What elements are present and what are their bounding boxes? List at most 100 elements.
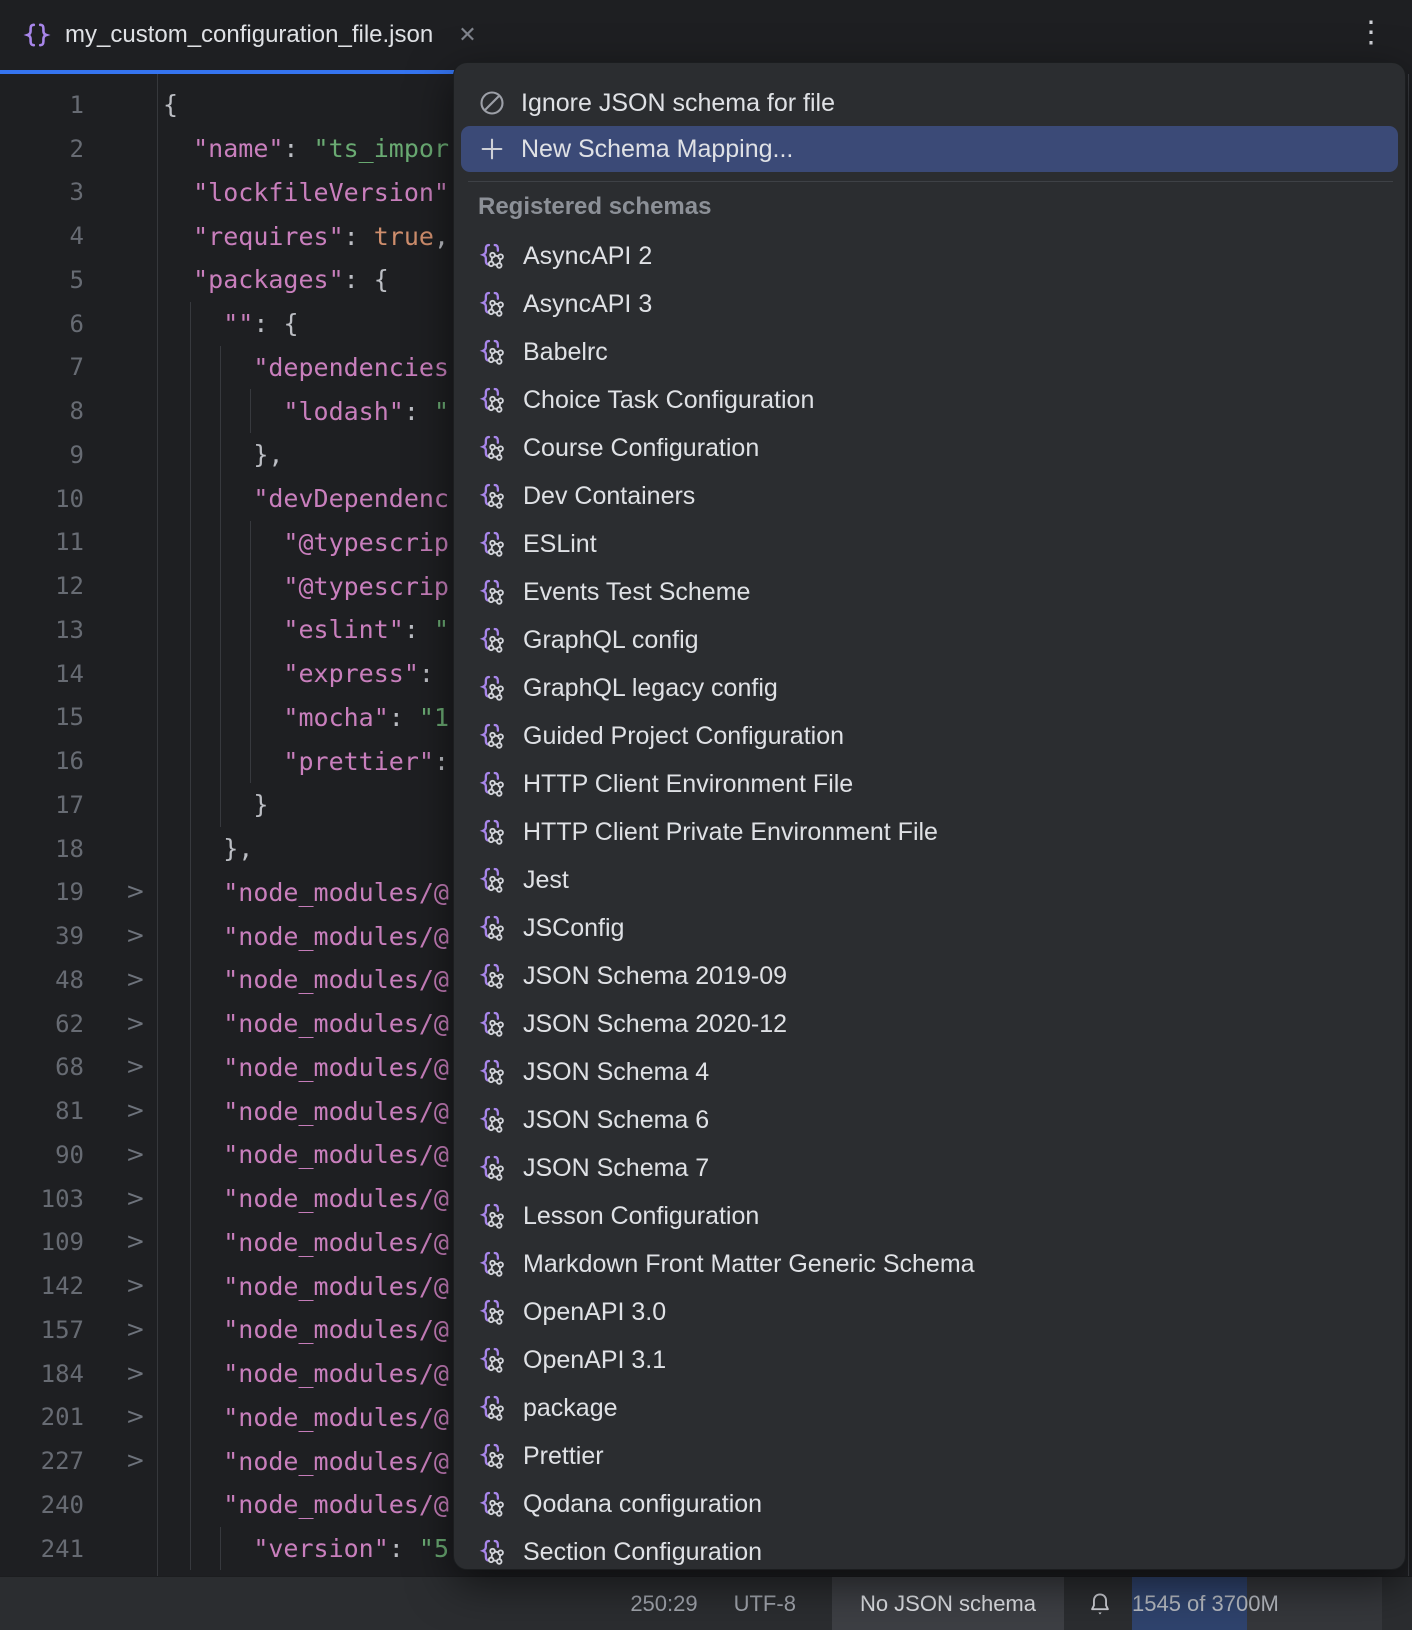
schema-item[interactable]: OpenAPI 3.0 <box>454 1288 1405 1336</box>
schema-item-label: Prettier <box>523 1441 604 1470</box>
schema-item-label: Choice Task Configuration <box>523 385 815 414</box>
editor-line[interactable]: 2 "name": "ts_impor <box>0 127 1406 171</box>
editor-line[interactable]: 39> "node_modules/@ <box>0 914 1406 958</box>
editor-line[interactable]: 142> "node_modules/@ <box>0 1264 1406 1308</box>
editor-line[interactable]: 10 "devDependenc <box>0 477 1406 521</box>
editor-line[interactable]: 90> "node_modules/@ <box>0 1133 1406 1177</box>
schema-item[interactable]: Qodana configuration <box>454 1480 1405 1528</box>
schema-item[interactable]: Choice Task Configuration <box>454 376 1405 424</box>
fold-arrow-icon[interactable]: > <box>125 1360 145 1387</box>
json-schema-icon <box>478 673 508 703</box>
schema-item[interactable]: JSON Schema 6 <box>454 1096 1405 1144</box>
editor-line[interactable]: 227> "node_modules/@ <box>0 1439 1406 1483</box>
active-tab-underline <box>0 70 512 74</box>
json-schema-status[interactable]: No JSON schema <box>831 1577 1064 1630</box>
schema-item[interactable]: JSON Schema 4 <box>454 1048 1405 1096</box>
fold-arrow-icon[interactable]: > <box>125 966 145 993</box>
editor-line[interactable]: 9 }, <box>0 433 1406 477</box>
editor-line[interactable]: 4 "requires": true, <box>0 214 1406 258</box>
schema-item[interactable]: Lesson Configuration <box>454 1192 1405 1240</box>
line-number: 7 <box>69 353 84 382</box>
schema-item-label: Dev Containers <box>523 481 696 510</box>
fold-arrow-icon[interactable]: > <box>125 1098 145 1125</box>
editor-line[interactable]: 103> "node_modules/@ <box>0 1177 1406 1221</box>
fold-arrow-icon[interactable]: > <box>125 923 145 950</box>
fold-arrow-icon[interactable]: > <box>125 879 145 906</box>
fold-arrow-icon[interactable]: > <box>125 1316 145 1343</box>
editor-line[interactable]: 18 }, <box>0 827 1406 871</box>
schema-item[interactable]: Section Configuration <box>454 1528 1405 1569</box>
schema-item[interactable]: JSON Schema 7 <box>454 1144 1405 1192</box>
memory-indicator[interactable]: 1545 of 3700M <box>1132 1577 1382 1630</box>
editor-line[interactable]: 15 "mocha": "1 <box>0 696 1406 740</box>
code-text: "node_modules/@ <box>223 1227 449 1257</box>
editor-line[interactable]: 14 "express": <box>0 652 1406 696</box>
editor-line[interactable]: 240 "node_modules/@ <box>0 1483 1406 1527</box>
memory-label: 1545 of 3700M <box>1132 1591 1279 1616</box>
fold-arrow-icon[interactable]: > <box>125 1448 145 1475</box>
fold-arrow-icon[interactable]: > <box>125 1229 145 1256</box>
editor-line[interactable]: 68> "node_modules/@ <box>0 1046 1406 1090</box>
fold-arrow-icon[interactable]: > <box>125 1054 145 1081</box>
schema-item[interactable]: Guided Project Configuration <box>454 712 1405 760</box>
editor-line[interactable]: 19> "node_modules/@ <box>0 871 1406 915</box>
fold-arrow-icon[interactable]: > <box>125 1273 145 1300</box>
notifications-bell-icon[interactable] <box>1086 1590 1114 1618</box>
menu-item-new-schema-mapping[interactable]: New Schema Mapping... <box>461 126 1398 172</box>
schema-item[interactable]: AsyncAPI 3 <box>454 280 1405 328</box>
editor-line[interactable]: 5 "packages": { <box>0 258 1406 302</box>
schema-item-label: Guided Project Configuration <box>523 721 845 750</box>
code-text: "@typescrip <box>283 571 449 601</box>
editor-line[interactable]: 7 "dependencies <box>0 346 1406 390</box>
code-text: "node_modules/@ <box>223 921 449 951</box>
schema-item[interactable]: Markdown Front Matter Generic Schema <box>454 1240 1405 1288</box>
schema-item[interactable]: OpenAPI 3.1 <box>454 1336 1405 1384</box>
editor-line[interactable]: 201> "node_modules/@ <box>0 1396 1406 1440</box>
schema-item[interactable]: JSConfig <box>454 904 1405 952</box>
menu-item-ignore-schema[interactable]: Ignore JSON schema for file <box>454 80 1405 126</box>
schema-item[interactable]: Course Configuration <box>454 424 1405 472</box>
more-options-icon[interactable]: ⋮ <box>1356 16 1386 49</box>
fold-arrow-icon[interactable]: > <box>125 1404 145 1431</box>
editor-line[interactable]: 17 } <box>0 783 1406 827</box>
file-encoding[interactable]: UTF-8 <box>733 1590 796 1616</box>
schema-item[interactable]: HTTP Client Private Environment File <box>454 808 1405 856</box>
editor-line[interactable]: 1{ <box>0 83 1406 127</box>
schema-item[interactable]: package <box>454 1384 1405 1432</box>
fold-arrow-icon[interactable]: > <box>125 1185 145 1212</box>
editor-line[interactable]: 12 "@typescrip <box>0 564 1406 608</box>
line-number: 5 <box>69 265 84 294</box>
schema-item[interactable]: JSON Schema 2020-12 <box>454 1000 1405 1048</box>
schema-item[interactable]: Jest <box>454 856 1405 904</box>
schema-item[interactable]: Babelrc <box>454 328 1405 376</box>
schema-item[interactable]: GraphQL config <box>454 616 1405 664</box>
editor-line[interactable]: 3 "lockfileVersion" <box>0 171 1406 215</box>
fold-arrow-icon[interactable]: > <box>125 1141 145 1168</box>
editor-line[interactable]: 109> "node_modules/@ <box>0 1221 1406 1265</box>
editor-line[interactable]: 48> "node_modules/@ <box>0 958 1406 1002</box>
schema-item[interactable]: Prettier <box>454 1432 1405 1480</box>
schema-item-label: Lesson Configuration <box>523 1201 760 1230</box>
scrollbar-track[interactable] <box>1408 74 1409 1577</box>
schema-item[interactable]: AsyncAPI 2 <box>454 232 1405 280</box>
schema-item[interactable]: Events Test Scheme <box>454 568 1405 616</box>
schema-item[interactable]: JSON Schema 2019-09 <box>454 952 1405 1000</box>
caret-position[interactable]: 250:29 <box>630 1590 698 1616</box>
schema-item[interactable]: ESLint <box>454 520 1405 568</box>
tab-json-file[interactable]: my_custom_configuration_file.json ✕ <box>0 0 495 70</box>
editor-line[interactable]: 241 "version": "5 <box>0 1527 1406 1571</box>
schema-item[interactable]: Dev Containers <box>454 472 1405 520</box>
editor-line[interactable]: 13 "eslint": " <box>0 608 1406 652</box>
editor-line[interactable]: 16 "prettier": <box>0 739 1406 783</box>
editor-line[interactable]: 11 "@typescrip <box>0 521 1406 565</box>
fold-arrow-icon[interactable]: > <box>125 1010 145 1037</box>
close-icon[interactable]: ✕ <box>458 22 477 47</box>
editor-line[interactable]: 8 "lodash": " <box>0 389 1406 433</box>
editor-line[interactable]: 6 "": { <box>0 302 1406 346</box>
schema-item[interactable]: GraphQL legacy config <box>454 664 1405 712</box>
editor-line[interactable]: 81> "node_modules/@ <box>0 1089 1406 1133</box>
editor-line[interactable]: 157> "node_modules/@ <box>0 1308 1406 1352</box>
editor-line[interactable]: 62> "node_modules/@ <box>0 1002 1406 1046</box>
editor-line[interactable]: 184> "node_modules/@ <box>0 1352 1406 1396</box>
schema-item[interactable]: HTTP Client Environment File <box>454 760 1405 808</box>
